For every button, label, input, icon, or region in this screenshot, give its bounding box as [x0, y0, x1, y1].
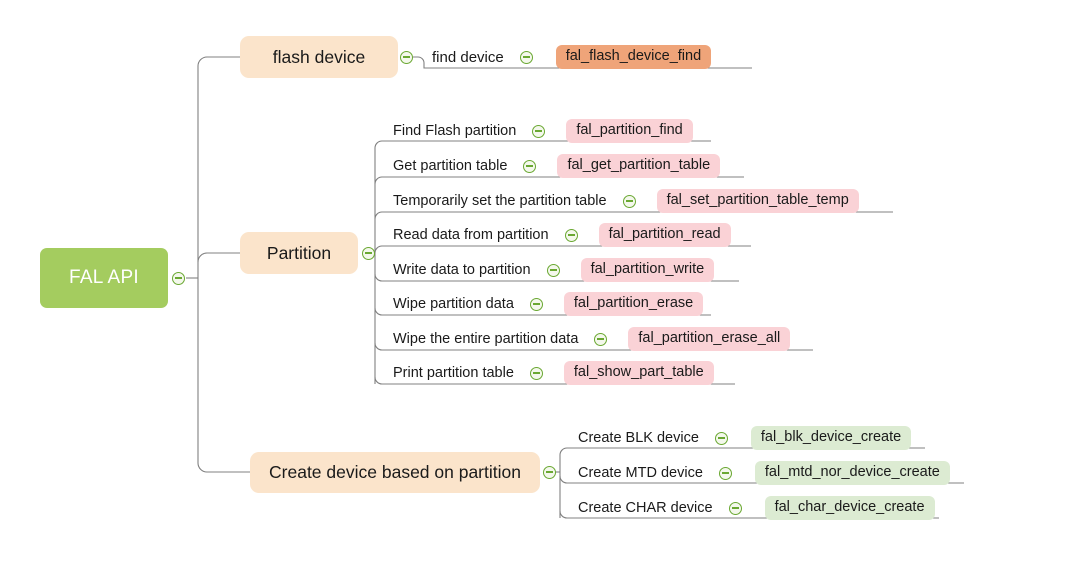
leaf-label-read-data-from-partition: Read data from partition	[393, 227, 549, 243]
collapse-minus-icon-temporarily-set-partition-table[interactable]	[622, 194, 636, 208]
leaf-row-create-char-device[interactable]: Create CHAR device fal_char_device_creat…	[578, 495, 935, 521]
collapse-minus-icon-get-partition-table[interactable]	[523, 159, 537, 173]
collapse-minus-icon-create-mtd-device[interactable]	[718, 466, 732, 480]
leaf-row-get-partition-table[interactable]: Get partition table fal_get_partition_ta…	[393, 153, 721, 179]
leaf-label-wipe-partition-data: Wipe partition data	[393, 296, 514, 312]
api-chip-fal-partition-read[interactable]: fal_partition_read	[598, 223, 731, 247]
leaf-label-print-partition-table: Print partition table	[393, 365, 514, 381]
root-node-fal-api[interactable]: FAL API	[40, 248, 168, 308]
leaf-row-write-data-to-partition[interactable]: Write data to partition fal_partition_wr…	[393, 257, 715, 283]
api-chip-fal-partition-write[interactable]: fal_partition_write	[580, 258, 715, 282]
collapse-minus-icon-partition[interactable]	[362, 246, 375, 260]
leaf-row-read-data-from-partition[interactable]: Read data from partition fal_partition_r…	[393, 222, 731, 248]
leaf-label-temporarily-set-partition-table: Temporarily set the partition table	[393, 193, 607, 209]
leaf-label-write-data-to-partition: Write data to partition	[393, 262, 531, 278]
api-chip-fal-partition-find[interactable]: fal_partition_find	[566, 119, 693, 143]
api-chip-fal-blk-device-create[interactable]: fal_blk_device_create	[750, 426, 912, 450]
api-chip-fal-char-device-create[interactable]: fal_char_device_create	[764, 496, 935, 520]
leaf-row-create-mtd-device[interactable]: Create MTD device fal_mtd_nor_device_cre…	[578, 460, 950, 486]
branch-node-label-create-device-based-on-partition: Create device based on partition	[269, 462, 521, 482]
collapse-minus-icon-flash-device[interactable]	[400, 50, 413, 64]
leaf-row-temporarily-set-partition-table[interactable]: Temporarily set the partition table fal_…	[393, 188, 859, 214]
leaf-label-create-mtd-device: Create MTD device	[578, 465, 703, 481]
collapse-minus-icon-read-data-from-partition[interactable]	[564, 228, 578, 242]
branch-node-partition[interactable]: Partition	[240, 232, 358, 274]
leaf-label-wipe-entire-partition-data: Wipe the entire partition data	[393, 331, 579, 347]
collapse-minus-icon-create-blk-device[interactable]	[714, 431, 728, 445]
leaf-row-create-blk-device[interactable]: Create BLK device fal_blk_device_create	[578, 425, 912, 451]
branch-node-label-flash-device: flash device	[272, 46, 366, 67]
leaf-label-create-blk-device: Create BLK device	[578, 430, 699, 446]
leaf-row-find-device[interactable]: find device fal_flash_device_find	[432, 44, 712, 70]
api-chip-fal-flash-device-find[interactable]: fal_flash_device_find	[555, 45, 712, 69]
branch-node-create-device-based-on-partition[interactable]: Create device based on partition	[250, 452, 540, 493]
leaf-row-wipe-partition-data[interactable]: Wipe partition data fal_partition_erase	[393, 291, 704, 317]
leaf-label-get-partition-table: Get partition table	[393, 158, 508, 174]
api-chip-fal-show-part-table[interactable]: fal_show_part_table	[563, 361, 714, 385]
api-chip-fal-get-partition-table[interactable]: fal_get_partition_table	[557, 154, 721, 178]
collapse-minus-icon-create-char-device[interactable]	[728, 501, 742, 515]
collapse-minus-icon-root[interactable]	[172, 271, 185, 285]
collapse-minus-icon-find-device[interactable]	[519, 50, 533, 64]
api-chip-fal-partition-erase-all[interactable]: fal_partition_erase_all	[628, 327, 791, 351]
leaf-label-find-device: find device	[432, 48, 504, 66]
branch-node-label-partition: Partition	[266, 242, 332, 263]
leaf-label-find-flash-partition: Find Flash partition	[393, 123, 517, 139]
collapse-minus-icon-wipe-partition-data[interactable]	[529, 297, 543, 311]
collapse-minus-icon-print-partition-table[interactable]	[529, 366, 543, 380]
root-node-label: FAL API	[68, 267, 140, 288]
leaf-row-print-partition-table[interactable]: Print partition table fal_show_part_tabl…	[393, 360, 714, 386]
collapse-minus-icon-write-data-to-partition[interactable]	[546, 263, 560, 277]
collapse-minus-icon-find-flash-partition[interactable]	[532, 124, 546, 138]
leaf-row-wipe-entire-partition-data[interactable]: Wipe the entire partition data fal_parti…	[393, 326, 791, 352]
api-chip-fal-mtd-nor-device-create[interactable]: fal_mtd_nor_device_create	[754, 461, 950, 485]
leaf-label-create-char-device: Create CHAR device	[578, 500, 713, 516]
api-chip-fal-partition-erase[interactable]: fal_partition_erase	[563, 292, 704, 316]
collapse-minus-icon-create-device[interactable]	[543, 465, 556, 479]
leaf-row-find-flash-partition[interactable]: Find Flash partition fal_partition_find	[393, 118, 693, 144]
collapse-minus-icon-wipe-entire-partition-data[interactable]	[594, 332, 608, 346]
branch-node-flash-device[interactable]: flash device	[240, 36, 398, 78]
api-chip-fal-set-partition-table-temp[interactable]: fal_set_partition_table_temp	[656, 189, 859, 213]
